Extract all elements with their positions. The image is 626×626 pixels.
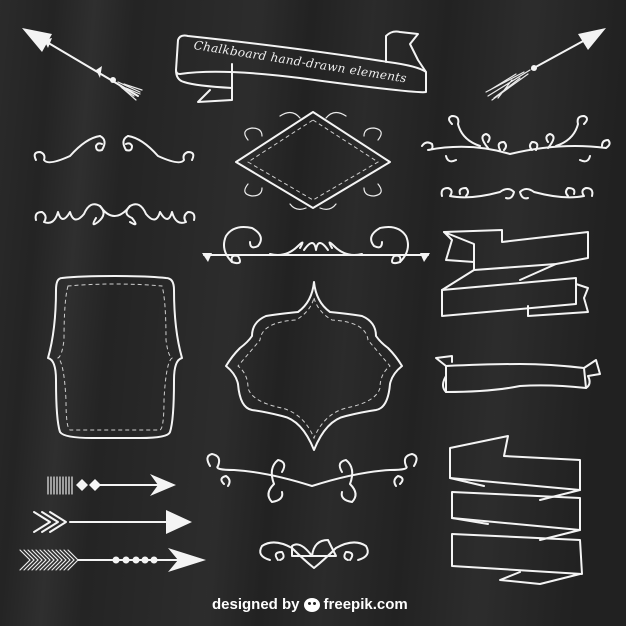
ornate-frame	[225, 281, 403, 451]
credit-brand: freepik.com	[323, 596, 408, 613]
flourish-divider-left	[33, 135, 195, 164]
butterfly-swirl	[259, 539, 369, 569]
credit-prefix: designed by	[212, 596, 300, 613]
arrow-chevron-fletching	[33, 510, 192, 534]
arrow-feather-diamonds	[47, 474, 176, 496]
twisted-ribbon	[441, 229, 589, 317]
title-ribbon	[175, 30, 427, 103]
zigzag-ribbon	[449, 435, 583, 585]
flourish-divider-right	[421, 115, 611, 163]
arrow-up-left-icon	[22, 28, 143, 101]
scroll-divider-center	[202, 226, 430, 265]
wavy-ribbon	[435, 355, 601, 393]
flourish-divider-bottom	[206, 453, 418, 503]
diamond-frame	[235, 111, 391, 210]
swirl-divider-small	[440, 187, 594, 200]
freepik-credit[interactable]: designed by freepik.com	[212, 596, 408, 613]
freepik-logo-icon	[303, 597, 320, 612]
curly-divider-left	[34, 203, 196, 226]
arrow-up-right-icon	[485, 28, 606, 101]
arrow-dotted-fletching	[19, 548, 206, 572]
bracket-frame	[47, 275, 183, 439]
